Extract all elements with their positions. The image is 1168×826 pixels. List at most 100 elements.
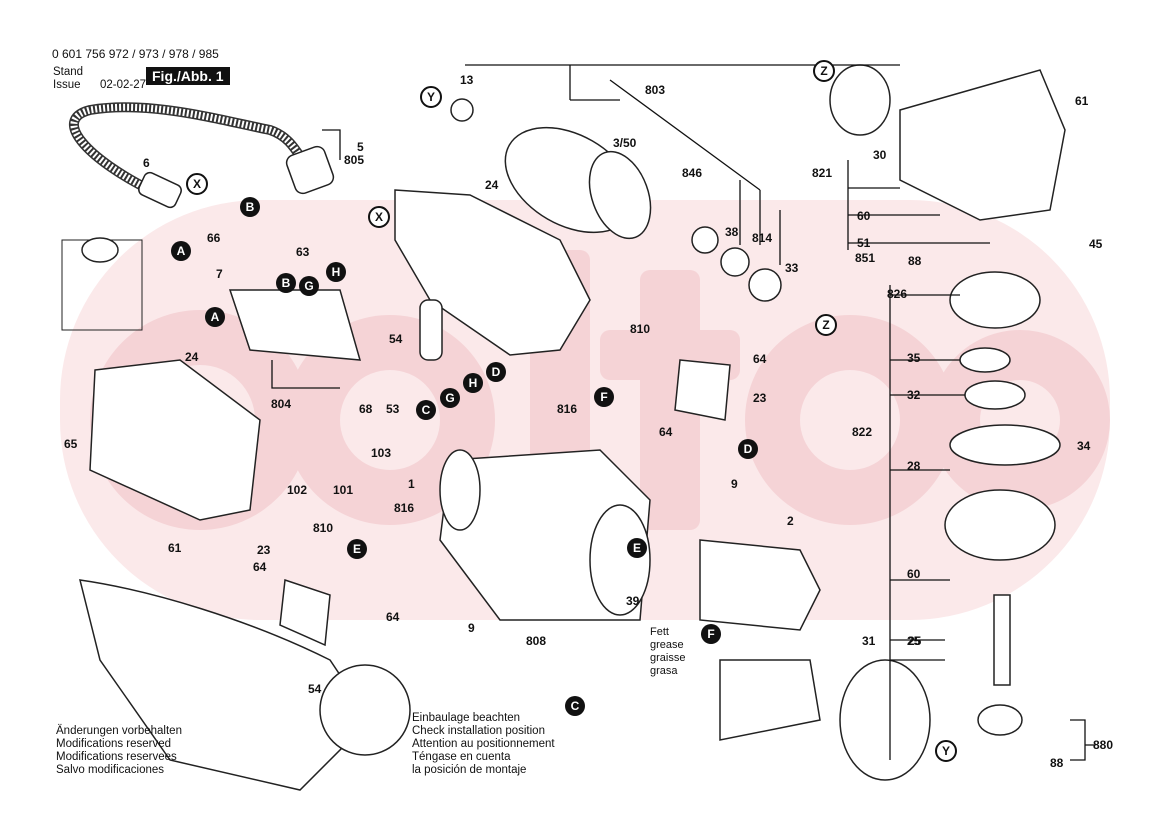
part-label: 1 <box>408 477 415 491</box>
part-label: 68 <box>359 402 373 416</box>
part-label: 28 <box>907 459 921 473</box>
connection-callout: D <box>738 439 758 459</box>
part-label: 816 <box>394 501 415 515</box>
part-label: 61 <box>168 541 182 555</box>
part-label: 810 <box>630 322 651 336</box>
part-label: 2 <box>787 514 794 528</box>
guard-31 <box>839 659 931 781</box>
part-label: 3/50 <box>613 136 637 150</box>
connection-callout: C <box>416 400 436 420</box>
part-label: 54 <box>308 682 322 696</box>
connection-callout: E <box>347 539 367 559</box>
housing-half-24-top <box>394 189 591 356</box>
part-label: 32 <box>907 388 921 402</box>
part-label: 31 <box>862 634 876 648</box>
bearing-13 <box>450 98 474 122</box>
bevel-gear-826 <box>949 271 1041 329</box>
part-label: 805 <box>344 153 365 167</box>
bearing-35 <box>959 347 1011 373</box>
part-label: 60 <box>857 209 871 223</box>
part-label: 851 <box>855 251 876 265</box>
connection-callout: X <box>186 173 208 195</box>
connection-callout: X <box>368 206 390 228</box>
part-label: 822 <box>852 425 873 439</box>
ring-32 <box>964 380 1026 410</box>
part-label: 23 <box>257 543 271 557</box>
part-label: 64 <box>753 352 767 366</box>
connection-callout: B <box>240 197 260 217</box>
part-label: 23 <box>753 391 767 405</box>
connection-callout: H <box>463 373 483 393</box>
part-label: 816 <box>557 402 578 416</box>
part-label: 39 <box>626 594 640 608</box>
figure-label: Fig./Abb. 1 <box>146 67 230 85</box>
part-label: 101 <box>333 483 354 497</box>
issue-date: 02-02-27 <box>100 79 147 91</box>
part-label: 24 <box>485 178 499 192</box>
connection-callout: C <box>565 696 585 716</box>
part-label: 880 <box>1093 738 1114 752</box>
nut-880 <box>977 704 1023 736</box>
grease-note: Fett grease graisse grasa <box>650 626 686 677</box>
field-coil <box>719 659 821 741</box>
part-label: 6 <box>143 156 150 170</box>
part-label: 821 <box>812 166 833 180</box>
connection-callout: Z <box>815 314 837 336</box>
part-label: 65 <box>64 437 78 451</box>
part-label: 9 <box>731 477 738 491</box>
connection-callout: Y <box>420 86 442 108</box>
connection-callout: E <box>627 538 647 558</box>
connection-callout: A <box>205 307 225 327</box>
leader-lines <box>271 64 1095 761</box>
part-label: 808 <box>526 634 547 648</box>
part-label: 88 <box>1050 756 1064 770</box>
connection-callout: F <box>594 387 614 407</box>
part-label: 64 <box>386 610 400 624</box>
part-label: 846 <box>682 166 703 180</box>
part-label: 64 <box>659 425 673 439</box>
part-label: 24 <box>185 350 199 364</box>
issue-label: Issue <box>53 79 81 91</box>
connection-callout: B <box>276 273 296 293</box>
gear-head <box>899 69 1066 221</box>
spindle <box>993 594 1011 686</box>
part-label: 61 <box>1075 94 1089 108</box>
part-label: 803 <box>645 83 666 97</box>
part-label: 103 <box>371 446 392 460</box>
brush-holder-23 <box>674 359 731 421</box>
connection-callout: G <box>440 388 460 408</box>
connection-callout: D <box>486 362 506 382</box>
capacitor-54 <box>419 299 443 361</box>
part-label: 810 <box>313 521 334 535</box>
part-label: 54 <box>389 332 403 346</box>
part-label: 66 <box>207 231 221 245</box>
part-label: 25 <box>908 634 922 648</box>
connection-callout: H <box>326 262 346 282</box>
flange <box>944 489 1056 561</box>
connection-callout: F <box>701 624 721 644</box>
bearing-814 <box>748 268 782 302</box>
part-label: 9 <box>468 621 475 635</box>
gear-30 <box>829 64 891 136</box>
part-number-header: 0 601 756 972 / 973 / 978 / 985 <box>52 47 219 61</box>
parts <box>61 64 1066 791</box>
connection-callout: Z <box>813 60 835 82</box>
part-label: 63 <box>296 245 310 259</box>
part-label: 88 <box>908 254 922 268</box>
part-label: 804 <box>271 397 292 411</box>
part-label: 7 <box>216 267 223 281</box>
field-coil-2 <box>699 539 821 631</box>
part-label: 38 <box>725 225 739 239</box>
part-label: 5 <box>357 140 364 154</box>
plug <box>285 145 335 195</box>
housing-half-24-left <box>89 359 261 521</box>
installation-note: Einbaulage beachten Check installation p… <box>412 712 555 776</box>
switch <box>228 289 362 361</box>
part-label: 814 <box>752 231 773 245</box>
part-label: 64 <box>253 560 267 574</box>
stand-label: Stand <box>53 66 84 78</box>
part-label: 102 <box>287 483 308 497</box>
part-label: 51 <box>857 236 871 250</box>
